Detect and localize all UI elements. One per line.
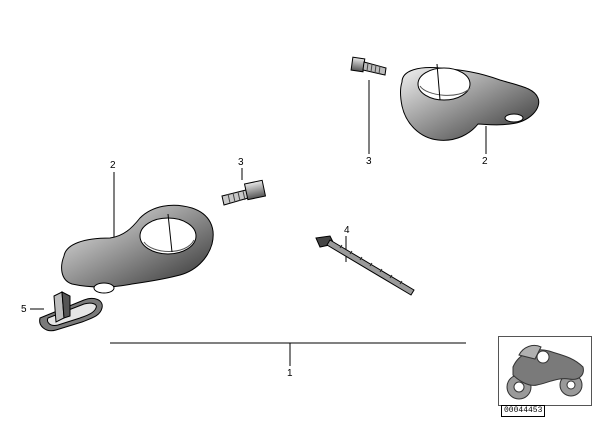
- callout-5: 5: [21, 304, 27, 315]
- cover-clip: [39, 291, 103, 332]
- callout-3-center: 3: [238, 157, 244, 168]
- motorcycle-silhouette: [506, 344, 584, 400]
- bolt-center: [221, 179, 267, 206]
- highlight-marker: [536, 350, 550, 364]
- cable-tie: [315, 235, 415, 296]
- bolt-upper: [350, 56, 387, 76]
- vehicle-thumbnail: [498, 336, 592, 406]
- handlebar-clamp-upper: [400, 63, 540, 141]
- handlebar-clamp-left: [61, 204, 214, 294]
- callout-1: 1: [287, 368, 293, 379]
- callout-3-top: 3: [366, 156, 372, 167]
- callout-2-top: 2: [482, 156, 488, 167]
- callout-2-left: 2: [110, 160, 116, 171]
- reference-code: 00044453: [501, 405, 546, 417]
- callout-4: 4: [344, 225, 350, 236]
